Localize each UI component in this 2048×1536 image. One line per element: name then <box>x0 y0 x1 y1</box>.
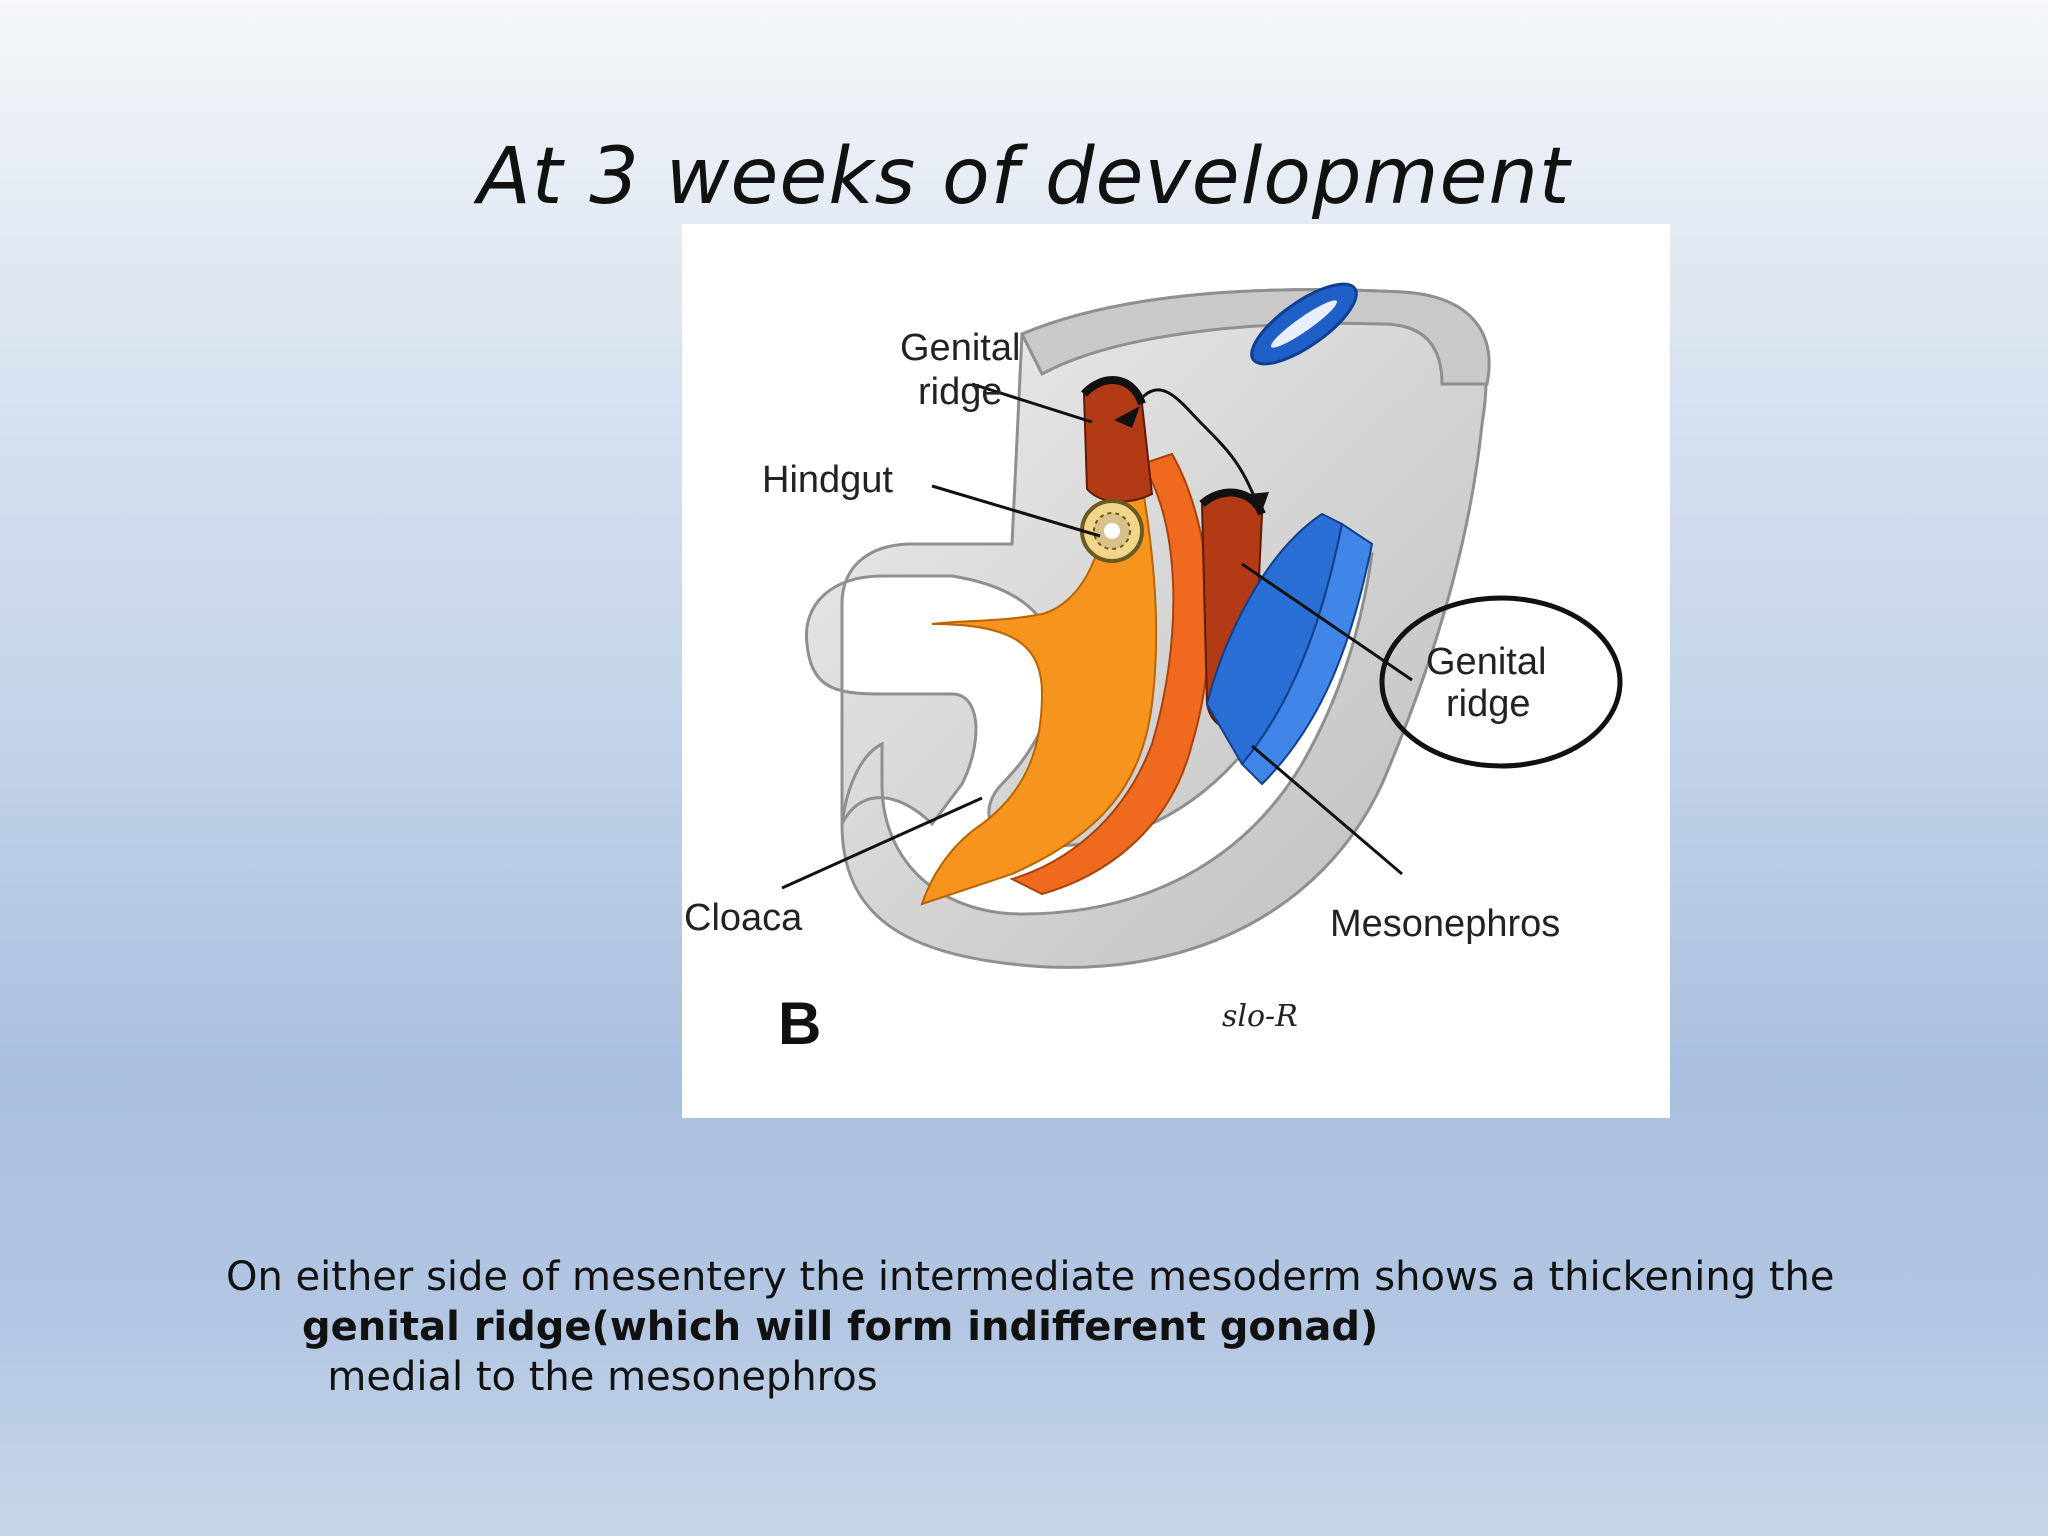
label-cloaca: Cloaca <box>684 897 803 939</box>
label-genital-ridge-right-1: Genital <box>1426 641 1546 683</box>
caption-line-2-rest: medial to the mesonephros <box>302 1354 878 1400</box>
panel-letter: B <box>778 990 821 1057</box>
highlight-circle <box>1379 595 1623 769</box>
label-hindgut: Hindgut <box>762 459 893 501</box>
label-genital-ridge-right-2: ridge <box>1446 683 1531 725</box>
embryo-illustration: Genital ridge Hindgut Genital ridge Cloa… <box>684 282 1623 1057</box>
caption-line-2: genital ridge(which will form indifferen… <box>226 1302 1926 1402</box>
label-genital-ridge-top-2: ridge <box>918 371 1003 413</box>
artist-signature: slo-R <box>1222 999 1298 1034</box>
embryo-diagram: Genital ridge Hindgut Genital ridge Cloa… <box>682 224 1670 1118</box>
label-genital-ridge-top-1: Genital <box>900 327 1020 369</box>
hindgut-tube <box>920 483 1158 906</box>
caption-bold-term: genital ridge(which will form indifferen… <box>302 1304 1379 1350</box>
label-mesonephros: Mesonephros <box>1330 903 1560 945</box>
slide-title: At 3 weeks of development <box>477 132 1571 222</box>
hindgut-ring <box>1080 499 1144 563</box>
neural-tube <box>1250 282 1358 366</box>
caption-line-1: On either side of mesentery the intermed… <box>226 1254 1835 1300</box>
slide-caption: On either side of mesentery the intermed… <box>226 1252 1926 1402</box>
